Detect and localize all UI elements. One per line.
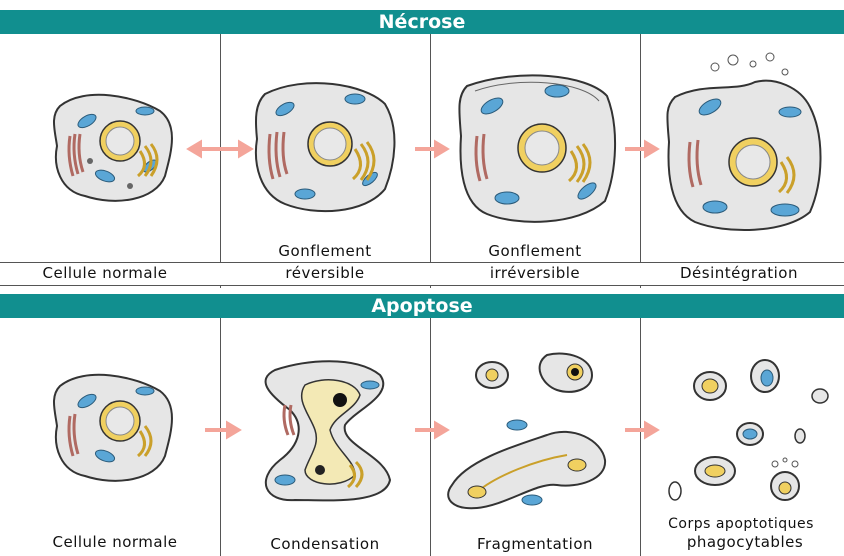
caption-line2: Fragmentation bbox=[430, 535, 640, 553]
apoptose-illustration bbox=[0, 318, 844, 528]
caption-bar: Cellule normale réversible irréversible … bbox=[0, 262, 844, 286]
caption-line1: Corps apoptotiques bbox=[636, 516, 844, 532]
necrose-row: Gonflement Gonflement Cellule normale ré… bbox=[0, 34, 844, 288]
apoptose-banner: Apoptose bbox=[0, 294, 844, 318]
condensing-cell bbox=[266, 361, 390, 500]
necrose-illustration bbox=[0, 34, 844, 264]
caption-line2: Cellule normale bbox=[0, 264, 210, 282]
swollen-cell bbox=[256, 83, 395, 211]
normal-cell bbox=[54, 375, 172, 481]
fragmenting-cell bbox=[448, 354, 605, 509]
apoptotic-bodies bbox=[669, 360, 828, 500]
caption-line2: phagocytables bbox=[640, 533, 844, 551]
arrow-right bbox=[205, 424, 238, 436]
arrow-right bbox=[625, 424, 656, 436]
arrow-right bbox=[415, 424, 446, 436]
caption-line2: Désintégration bbox=[634, 264, 844, 282]
caption-line2: réversible bbox=[220, 264, 430, 282]
caption-line1: Gonflement bbox=[430, 242, 640, 260]
caption-line1: Gonflement bbox=[220, 242, 430, 260]
arrow-right bbox=[190, 143, 250, 155]
normal-cell bbox=[54, 95, 172, 201]
arrow-right bbox=[415, 143, 446, 155]
arrow-right bbox=[625, 143, 656, 155]
disintegrating-cell bbox=[667, 53, 820, 230]
necrose-banner: Nécrose bbox=[0, 10, 844, 34]
caption-line2: Cellule normale bbox=[10, 533, 220, 551]
caption-line2: Condensation bbox=[220, 535, 430, 553]
irreversible-cell bbox=[459, 75, 615, 221]
caption-line2: irréversible bbox=[430, 264, 640, 282]
apoptose-row: Corps apoptotiques Cellule normale Conde… bbox=[0, 318, 844, 556]
